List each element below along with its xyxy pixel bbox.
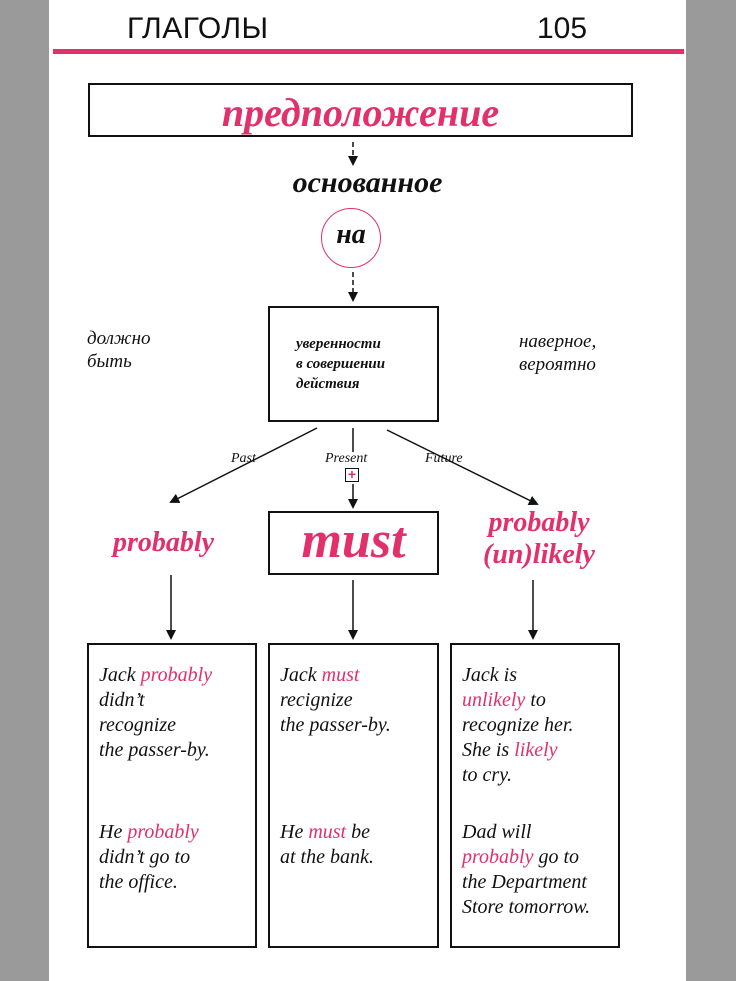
based-on-label: основанное — [292, 166, 443, 199]
word-probably-future: probably (un)likely — [469, 507, 609, 571]
example-present-2: He must be at the bank. — [280, 821, 374, 868]
left-note-line: быть — [87, 351, 132, 372]
diagram-arrows — [166, 142, 539, 640]
arrow-past — [169, 427, 318, 503]
certainty-box: уверенности в совершении действия — [268, 306, 439, 422]
arrow-future — [386, 429, 539, 505]
right-note-line: наверное, — [519, 331, 597, 352]
diagram-title: предположение — [221, 90, 500, 135]
branch-present-label: Present — [325, 451, 368, 466]
certainty-line: действия — [296, 376, 360, 392]
header-rule — [53, 49, 684, 54]
right-note: наверное, вероятно — [519, 330, 596, 376]
certainty-line: уверенности — [296, 336, 381, 352]
preposition-text: на — [336, 219, 366, 250]
right-note-line: вероятно — [519, 354, 596, 375]
example-box-future: Jack is unlikely to recognize her. She i… — [450, 643, 620, 948]
page-number: 105 — [537, 12, 588, 45]
word-must: must — [301, 512, 406, 569]
chapter-title: ГЛАГОЛЫ — [127, 12, 269, 45]
example-past-2: He probably didn’t go to the office. — [99, 821, 199, 893]
preposition-circle: на — [321, 208, 381, 268]
word-probably-past: probably — [113, 527, 215, 558]
example-box-past: Jack probably didn’t recognize the passe… — [87, 643, 257, 948]
certainty-text: уверенности в совершении действия — [296, 334, 385, 394]
left-note: должно быть — [87, 327, 151, 373]
example-future-1: Jack is unlikely to recognize her. She i… — [462, 664, 574, 786]
page: ГЛАГОЛЫ 105 предположение основанное на … — [49, 0, 686, 981]
plus-badge: + — [345, 466, 359, 482]
word-probably-line: probably — [488, 507, 590, 538]
example-present-1: Jack must recignize the passer-by. — [280, 664, 391, 736]
example-box-present: Jack must recignize the passer-by. He mu… — [268, 643, 439, 948]
plus-sign: + — [347, 466, 357, 482]
example-future-2: Dad will probably go to the Department S… — [462, 821, 591, 918]
certainty-line: в совершении — [296, 356, 386, 372]
example-past-1: Jack probably didn’t recognize the passe… — [99, 664, 213, 761]
left-note-line: должно — [87, 328, 151, 349]
must-box: must — [268, 511, 439, 575]
word-unlikely-line: (un)likely — [483, 539, 595, 570]
title-box: предположение — [88, 83, 633, 137]
